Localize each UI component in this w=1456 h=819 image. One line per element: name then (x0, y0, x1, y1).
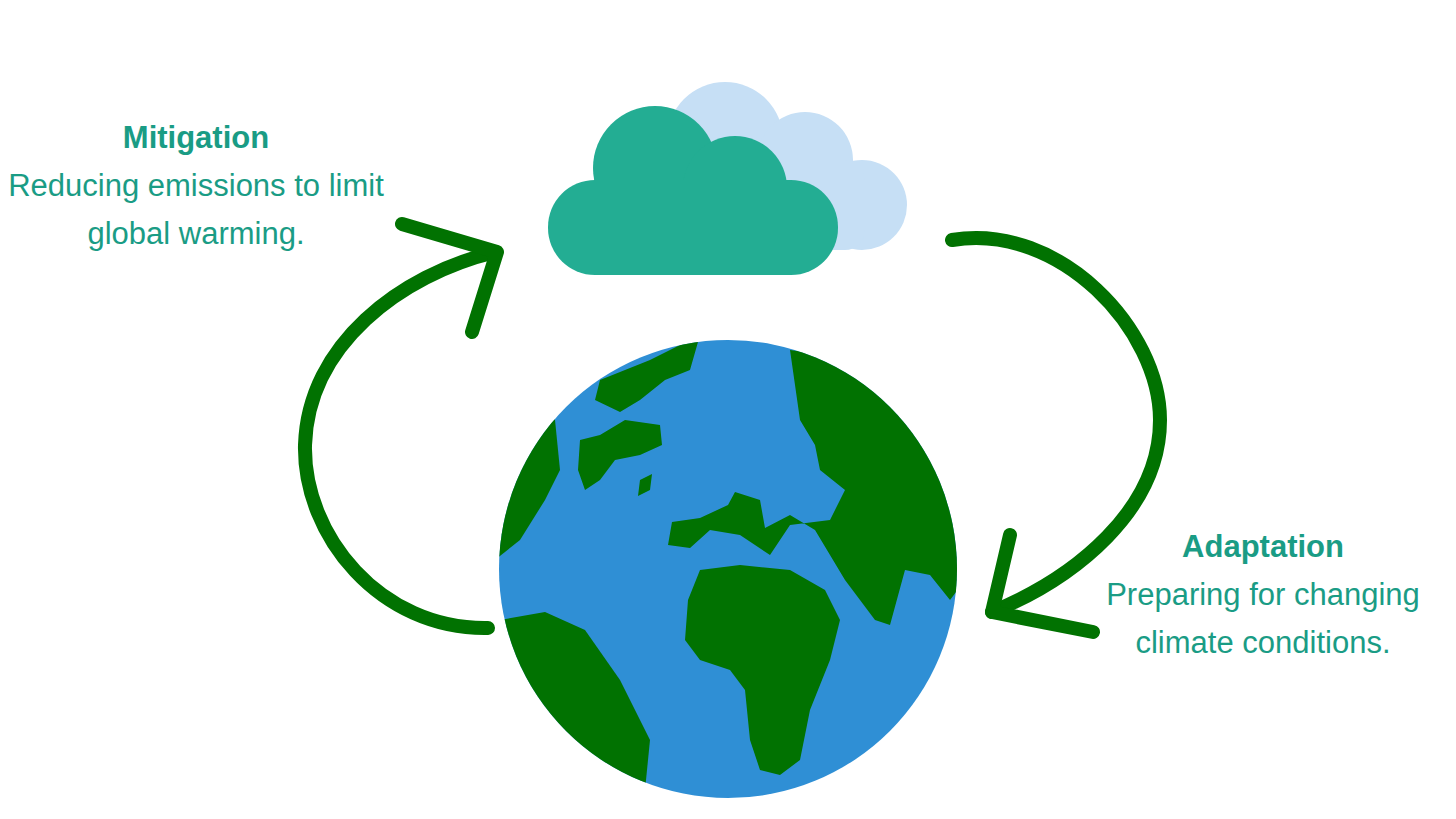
cycle-arrows (305, 224, 1160, 632)
cloud-front (548, 106, 838, 275)
section-heading: Mitigation (6, 114, 386, 162)
section-description: Reducing emissions to limit global warmi… (6, 162, 386, 258)
section-heading: Adaptation (1082, 523, 1444, 571)
section-description: Preparing for changing climate condition… (1082, 571, 1444, 667)
globe (450, 335, 980, 798)
